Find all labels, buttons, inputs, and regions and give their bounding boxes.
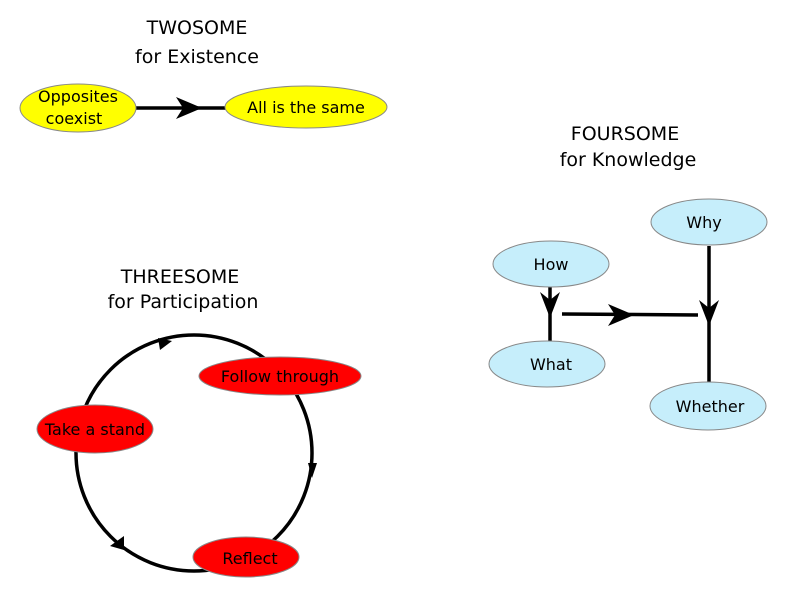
reflect-node [192,536,300,578]
cycle-arrowhead-right [308,463,317,478]
how-node [492,240,610,288]
all-is-the-same-label: All is the same [247,98,365,117]
twosome-group: TWOSOME for Existence Opposites coexist … [19,17,388,133]
cycle-edge [74,333,314,573]
all-is-the-same-node [224,85,388,129]
threesome-group: THREESOME for Participation Follow throu… [36,266,362,578]
opposites-coexist-label-2: coexist [46,109,103,128]
what-join-arrowhead [608,304,634,326]
how-label: How [534,255,569,274]
whether-node [649,381,767,431]
how-what-arrowhead [540,292,560,318]
opposites-coexist-label-1: Opposites [38,87,118,106]
twosome-subtitle: for Existence [135,46,259,68]
reflect-label: Reflect [222,549,277,568]
why-node [650,198,768,246]
foursome-subtitle: for Knowledge [560,149,697,171]
foursome-title: FOURSOME [571,123,679,145]
take-a-stand-label: Take a stand [44,420,145,439]
twosome-title: TWOSOME [146,17,248,39]
cycle-arrowhead-top [158,338,172,350]
foursome-group: FOURSOME for Knowledge How What Why Whet… [488,123,768,431]
what-node [488,340,606,388]
what-label: What [530,355,572,374]
threesome-subtitle: for Participation [108,291,259,313]
take-a-stand-node [36,404,154,454]
follow-through-node [198,356,362,396]
cycle-arrowhead-bottom [110,536,124,550]
whether-label: Whether [676,397,745,416]
why-whether-arrowhead [699,300,719,326]
why-label: Why [686,213,721,232]
twosome-arrowhead [176,97,202,119]
opposites-coexist-node [19,83,137,133]
follow-through-label: Follow through [221,367,339,386]
threesome-title: THREESOME [120,266,240,288]
